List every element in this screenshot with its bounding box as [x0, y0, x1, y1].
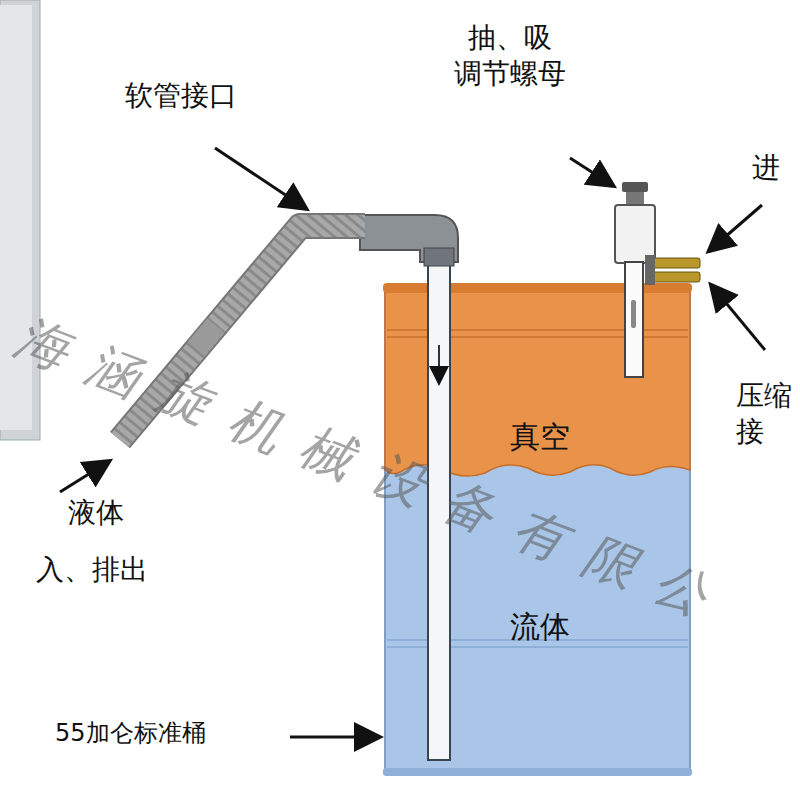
- part-label: 进: [752, 150, 792, 186]
- pipe-fitting: [424, 248, 454, 266]
- part-label: 入、排出: [36, 552, 206, 588]
- tube-slot: [631, 300, 636, 328]
- part-label: 55加仑标准桶: [55, 718, 295, 749]
- adjust-nut: [622, 182, 648, 192]
- air-connector: [652, 272, 700, 282]
- region-label: 真空: [510, 418, 570, 456]
- leader-arrow: [710, 205, 762, 250]
- part-label: 软管接口: [125, 78, 285, 114]
- part-label: 抽、吸 调节螺母: [425, 20, 595, 93]
- part-label: 压缩 接: [736, 378, 796, 451]
- drum-base: [383, 768, 692, 776]
- leader-arrow: [215, 148, 305, 208]
- leader-arrow: [60, 462, 108, 492]
- drum-region: 流体: [470, 595, 610, 659]
- vacuum-generator: [615, 205, 655, 263]
- air-inlet: [652, 258, 700, 268]
- leader-arrow: [570, 158, 612, 185]
- flow-arrow: [438, 345, 440, 382]
- hose-coupling: [188, 318, 224, 355]
- drum-region: 真空: [470, 405, 610, 469]
- generator-tube: [625, 262, 643, 377]
- leader-arrow: [712, 286, 765, 350]
- leader-arrow: [290, 736, 378, 739]
- adjust-nut-stem: [626, 192, 644, 206]
- inlet-block: [645, 255, 655, 285]
- region-label: 流体: [510, 608, 570, 646]
- part-label: 液体: [68, 495, 168, 531]
